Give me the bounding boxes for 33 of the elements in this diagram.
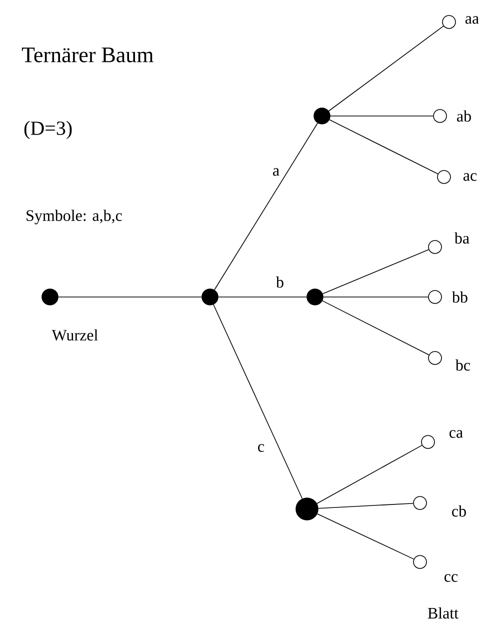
branch-line: [318, 502, 414, 509]
edge-label: c: [256, 443, 266, 453]
branch-line: [329, 119, 438, 174]
branch-line: [316, 444, 422, 504]
node-label: ab: [457, 110, 471, 122]
branch-line: [322, 249, 430, 294]
label: Symbole: a,b,c: [26, 210, 122, 224]
branch-line: [322, 300, 430, 356]
tree-node: [296, 498, 318, 520]
edge-label: a: [271, 167, 281, 177]
title: Ternärer Baum: [22, 48, 154, 62]
branch-line: [214, 122, 318, 290]
branch-line: [316, 513, 414, 560]
branch-line: [218, 296, 307, 298]
tree-node: [314, 108, 330, 124]
edge-label: b: [275, 275, 285, 289]
node-label: Wurzel: [52, 329, 98, 341]
node-label: ba: [454, 232, 470, 244]
tree-node: [202, 288, 218, 306]
node-label: ca: [450, 430, 463, 438]
branch-line: [328, 26, 444, 112]
node-label: bb: [452, 291, 468, 303]
node-label: cc: [444, 574, 458, 582]
node-label: bc: [455, 359, 470, 371]
label: Blatt: [428, 607, 458, 619]
branch-line: [58, 296, 202, 298]
branch-line: [323, 296, 428, 298]
node-label: cb: [452, 505, 466, 517]
branch-line: [213, 304, 303, 500]
node-label: ac: [463, 173, 477, 181]
node-label: aa: [465, 16, 479, 24]
tree-node: [306, 288, 324, 306]
label: (D=3): [24, 120, 72, 140]
